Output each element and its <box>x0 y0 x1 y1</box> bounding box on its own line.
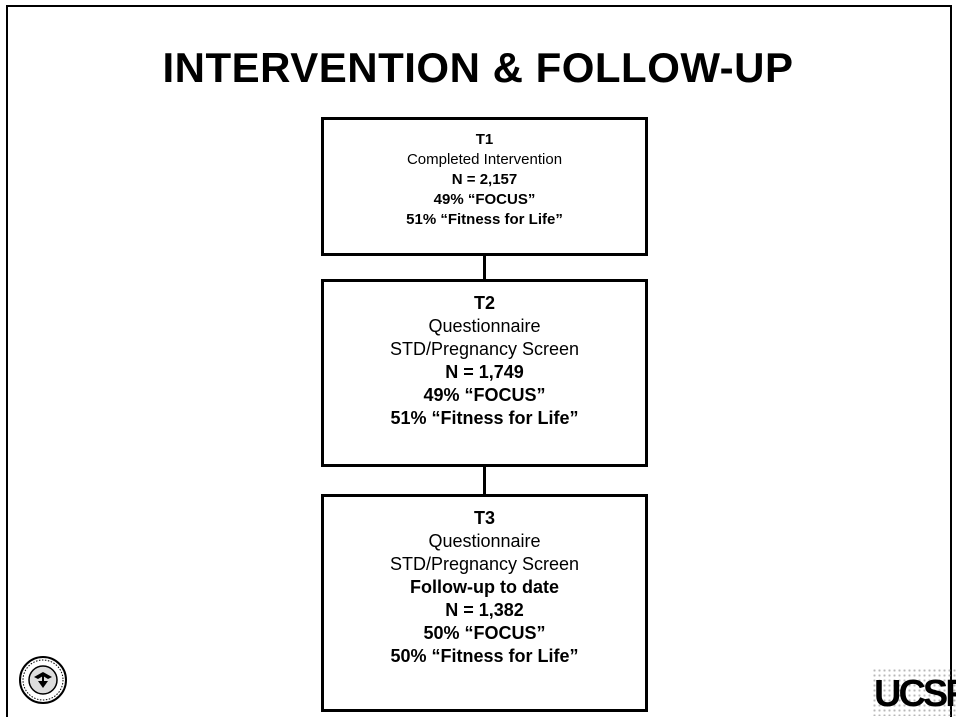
connector-line <box>483 467 486 494</box>
box-line: STD/Pregnancy Screen <box>389 339 580 359</box>
logo-dot-pattern <box>872 668 956 716</box>
box-line: 50% “FOCUS” <box>423 623 546 643</box>
box-line: Questionnaire <box>428 531 541 551</box>
slide-frame <box>6 5 952 717</box>
box-heading: T3 <box>473 508 495 528</box>
flow-box-t3: T3 Questionnaire STD/Pregnancy Screen Fo… <box>321 494 648 712</box>
box-line: 49% “FOCUS” <box>423 385 546 405</box>
connector-line <box>483 256 486 279</box>
logo-text: UCSF <box>874 673 956 715</box>
box-line: Completed Intervention <box>406 151 563 168</box>
box-line: 50% “Fitness for Life” <box>390 646 579 666</box>
box-line: Questionnaire <box>428 316 541 336</box>
ucsf-logo-text: UCSF <box>874 674 956 714</box>
box-heading: T1 <box>475 131 494 148</box>
box-line: STD/Pregnancy Screen <box>389 554 580 574</box>
box-heading: T2 <box>473 293 495 313</box>
page-title: INTERVENTION & FOLLOW-UP <box>162 44 794 91</box>
box-line: 49% “FOCUS” <box>433 191 536 208</box>
seal-icon <box>18 655 68 705</box>
box-line: N = 1,749 <box>445 362 524 382</box>
ucsf-logo: UCSF <box>866 668 956 716</box>
box-line: N = 1,382 <box>445 600 524 620</box>
box-line: Follow-up to date <box>410 577 559 597</box>
box-line: N = 2,157 <box>451 171 518 188</box>
flow-box-t2: T2 Questionnaire STD/Pregnancy Screen N … <box>321 279 648 467</box>
flow-box-t1: T1 Completed Intervention N = 2,157 49% … <box>321 117 648 256</box>
box-line: 51% “Fitness for Life” <box>406 211 563 228</box>
box-line: 51% “Fitness for Life” <box>390 408 579 428</box>
